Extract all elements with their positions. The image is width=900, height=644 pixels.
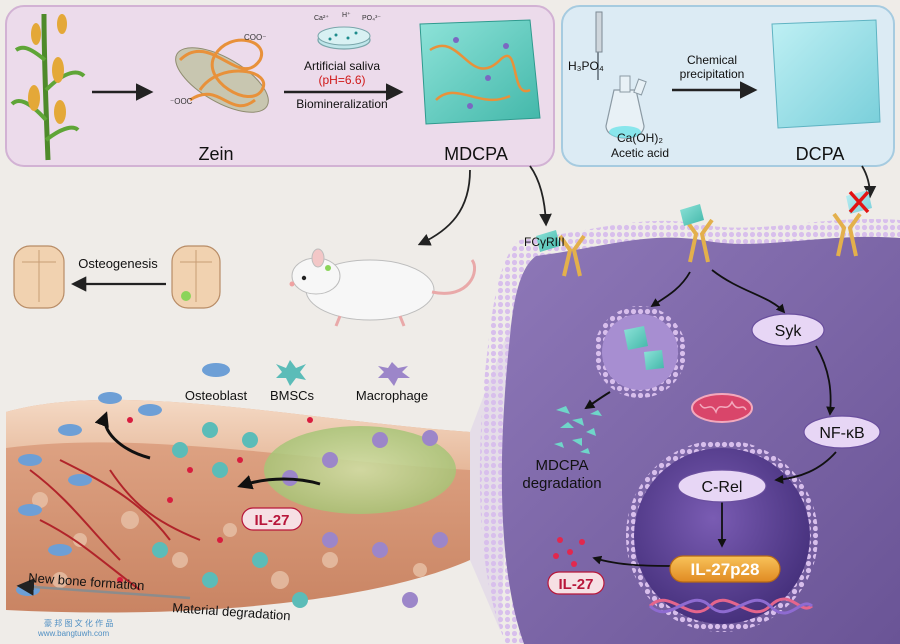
dcpa-sheet-illustration — [771, 19, 881, 129]
fcgr-receptor-2 — [680, 204, 714, 263]
rat-illustration — [289, 248, 477, 327]
crel-node — [677, 469, 767, 503]
bone-scaffold-illustration — [6, 392, 470, 613]
legend-osteoblast: Osteoblast — [185, 388, 248, 403]
il27-cell-badge — [547, 571, 605, 595]
glassware-illustration — [595, 11, 647, 139]
bmsc-legend-icon — [276, 360, 306, 386]
mdcpa-fragments — [554, 406, 602, 454]
macrophage-cell: MDCPA degradation FCγ — [479, 190, 900, 644]
ph-label: (pH=6.6) — [318, 73, 365, 87]
corn-plant-illustration — [10, 13, 86, 161]
mdcpa-degradation-line1: MDCPA — [535, 457, 588, 474]
cell-legend: Osteoblast BMSCs Macrophage — [185, 360, 428, 403]
ion-ca: Ca²⁺ — [314, 14, 329, 22]
zein-synthesis-panel: COO⁻ ⁻OOC Zein Ca²⁺ H⁺ PO₄³⁻ Artificial … — [5, 5, 555, 167]
fcgr-receptor-1 — [536, 230, 586, 277]
legend-bmsc: BMSCs — [270, 388, 315, 403]
coo-label-1: COO⁻ — [244, 33, 266, 42]
nfkb-node — [803, 415, 881, 449]
mitochondrion — [691, 393, 753, 423]
watermark-url: www.bangtuwh.com — [37, 629, 109, 638]
dna-helix — [648, 597, 813, 615]
ion-po4: PO₄³⁻ — [362, 15, 381, 22]
dcpa-label: DCPA — [796, 144, 845, 164]
mdcpa-label: MDCPA — [444, 144, 508, 164]
osteogenesis-label: Osteogenesis — [78, 256, 158, 271]
blocked-receptor — [832, 190, 872, 257]
mdcpa-degradation-line2: degradation — [522, 475, 601, 492]
arrow-to-bmsc — [237, 475, 321, 490]
il27-bone-label: IL-27 — [254, 512, 289, 529]
nfkb-label: NF-κB — [819, 425, 864, 442]
biomineralization-label: Biomineralization — [296, 97, 387, 111]
arrow-mdcpa-to-cell — [529, 165, 552, 227]
legend-macrophage: Macrophage — [356, 388, 428, 403]
macrophage-legend-icon — [378, 362, 410, 386]
arrow-mdcpa-to-rat — [417, 169, 471, 246]
il27p28-label: IL-27p28 — [691, 560, 760, 579]
zein-protein-illustration: COO⁻ ⁻OOC — [170, 33, 269, 113]
h3po4-label: H₃PO₄ — [568, 59, 604, 73]
fcgr-label: FCγRIII — [524, 235, 565, 249]
caoh2-label: Ca(OH)₂ — [617, 131, 663, 145]
dcpa-synthesis-panel: H₃PO₄ Ca(OH)₂ Acetic acid Chemical preci… — [561, 5, 895, 167]
osteoblast-legend-icon — [202, 363, 230, 377]
arrow-to-osteoblast — [94, 411, 151, 460]
chemical-label: Chemical — [687, 53, 737, 67]
coo-label-2: ⁻OOC — [170, 97, 193, 106]
acetic-acid-label: Acetic acid — [611, 146, 669, 160]
zein-label: Zein — [198, 144, 233, 164]
new-bone-arrow — [16, 578, 191, 600]
petri-dish-icon — [317, 26, 371, 50]
mdcpa-sheet-illustration — [419, 19, 541, 125]
watermark: 豪 邦 图 文 化 作 品 www.bangtuwh.com — [37, 618, 113, 638]
ion-h: H⁺ — [342, 11, 351, 19]
syk-node — [751, 313, 825, 347]
il27-particles — [553, 537, 585, 567]
il27-cell-label: IL-27 — [558, 576, 593, 593]
arrow-dcpa-to-cell — [861, 165, 877, 199]
crel-label: C-Rel — [702, 479, 743, 496]
artificial-saliva-label: Artificial saliva — [304, 59, 380, 73]
il27-bone-badge — [241, 507, 303, 531]
skull-before — [171, 245, 221, 309]
precipitation-label: precipitation — [680, 67, 745, 81]
syk-label: Syk — [775, 323, 803, 340]
skull-after — [13, 245, 65, 309]
watermark-cn: 豪 邦 图 文 化 作 品 — [44, 618, 113, 628]
il27p28-node — [669, 555, 781, 583]
